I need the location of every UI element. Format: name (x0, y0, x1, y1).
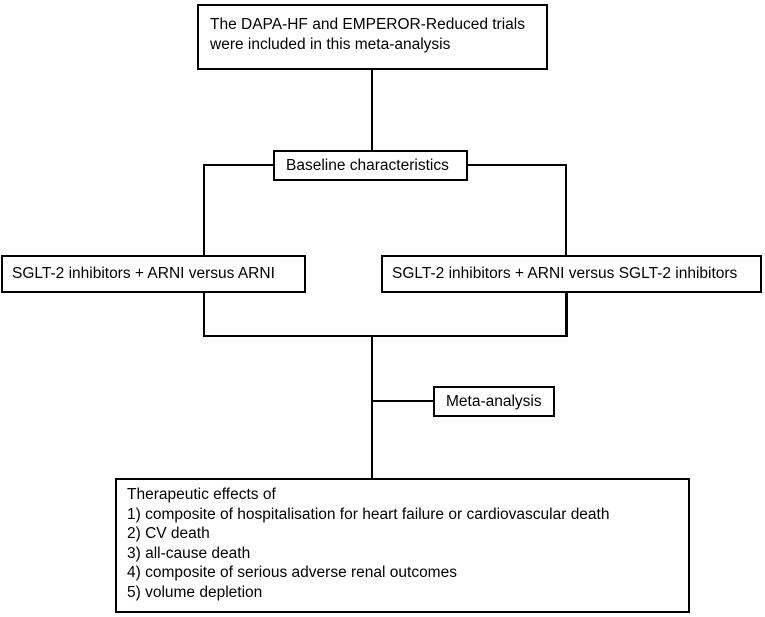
connector-left-box-down (203, 293, 205, 337)
therapeutic-effect-item: 4) composite of serious adverse renal ou… (127, 564, 457, 581)
study-inclusion-box: The DAPA-HF and EMPEROR-Reduced trials w… (197, 4, 548, 70)
therapeutic-effect-item: 2) CV death (127, 525, 210, 542)
connector-meta-branch (371, 400, 433, 402)
connector-right-box-down (565, 293, 568, 337)
therapeutic-effect-item: 1) composite of hospitalisation for hear… (127, 505, 610, 523)
baseline-characteristics-box: Baseline characteristics (273, 150, 468, 181)
connector-baseline-right-horizontal (468, 164, 567, 166)
connector-right-branch-down (565, 164, 567, 255)
connector-baseline-left-horizontal (203, 164, 273, 166)
study-inclusion-line-2: were included in this meta-analysis (210, 36, 451, 53)
comparison-vs-sglt2-box: SGLT-2 inhibitors + ARNI versus SGLT-2 i… (381, 255, 762, 293)
therapeutic-effects-heading: Therapeutic effects of (127, 486, 276, 503)
therapeutic-effect-item: 3) all-cause death (127, 544, 251, 562)
therapeutic-effect-item: 5) volume depletion (127, 583, 263, 601)
therapeutic-effects-box: Therapeutic effects of 1) composite of h… (115, 478, 690, 613)
comparison-vs-arni-box: SGLT-2 inhibitors + ARNI versus ARNI (1, 255, 306, 293)
connector-left-branch-down (203, 164, 205, 255)
meta-analysis-box: Meta-analysis (433, 386, 555, 417)
connector-merge-to-bottom (371, 335, 373, 478)
connector-top-to-baseline (371, 70, 373, 150)
connector-merge-horizontal (203, 335, 568, 337)
study-inclusion-line-1: The DAPA-HF and EMPEROR-Reduced trials (210, 16, 525, 33)
